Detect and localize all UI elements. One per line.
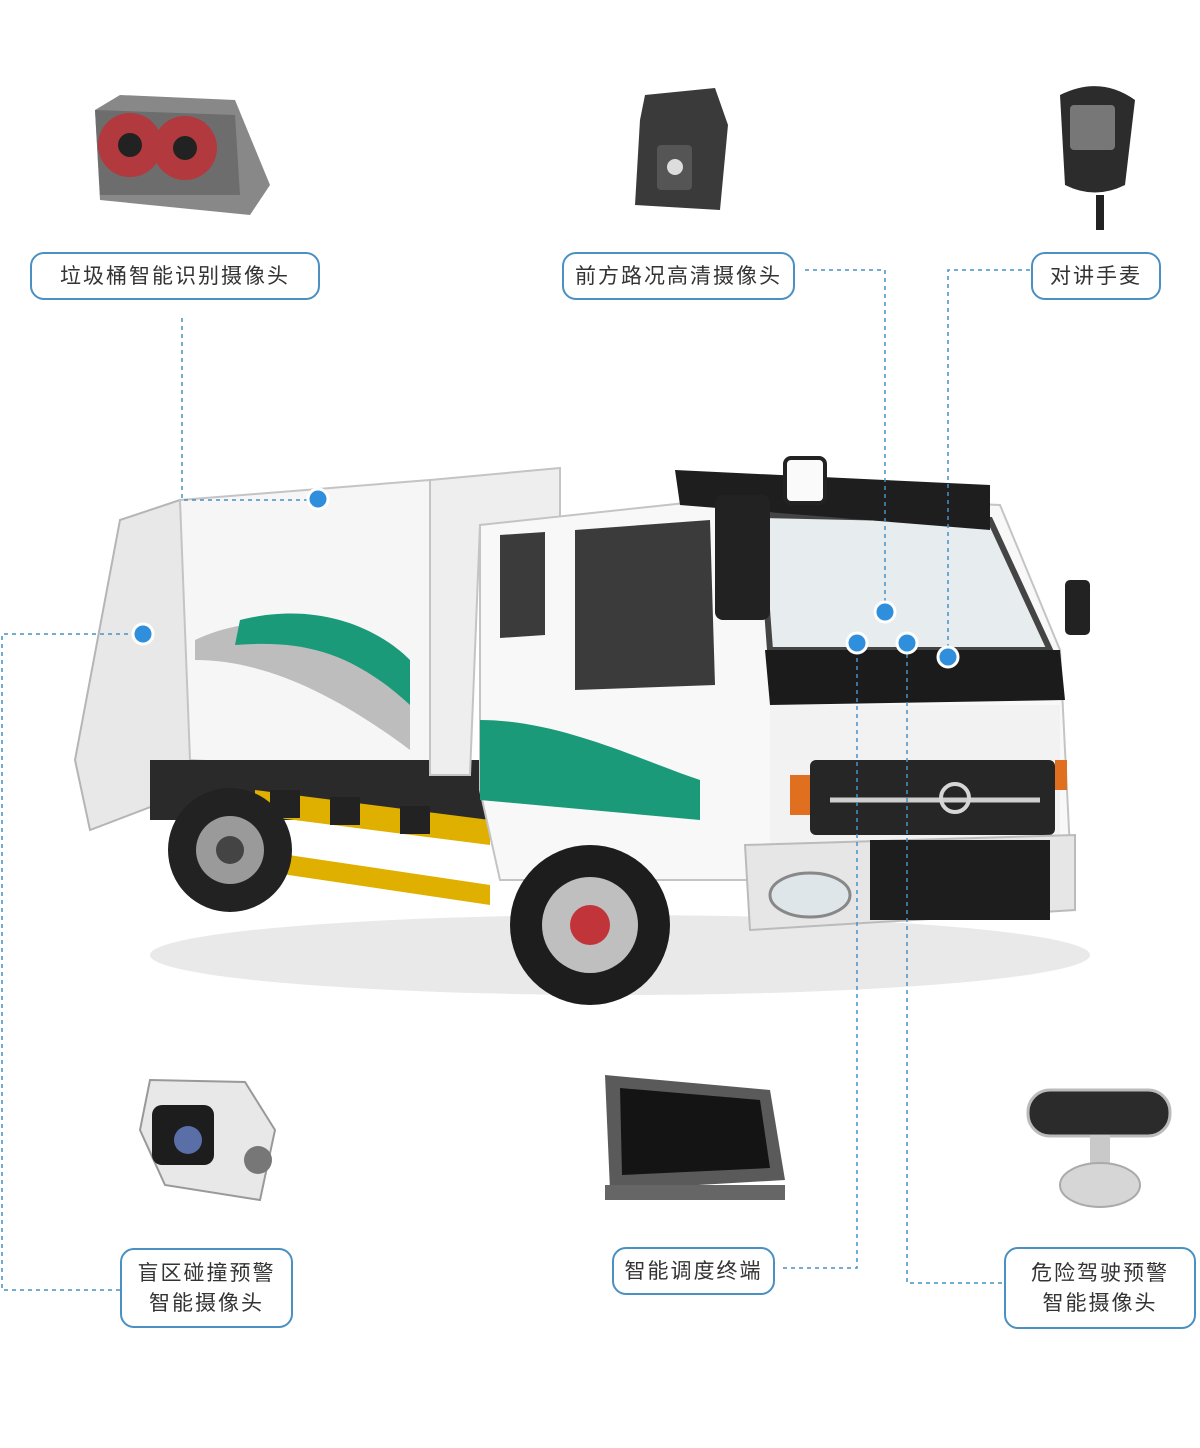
connector-lines — [1, 269, 1030, 1291]
dispatch-terminal-device — [605, 1075, 785, 1200]
dot-front-camera — [873, 600, 897, 624]
label-text-line2: 智能摄像头 — [1042, 1291, 1158, 1315]
dot-terminal — [845, 631, 869, 655]
front-camera-device — [635, 88, 728, 210]
dot-blindspot-camera — [131, 622, 155, 646]
label-text: 垃圾桶智能识别摄像头 — [60, 264, 290, 288]
label-mic: 对讲手麦 — [1031, 252, 1161, 300]
dot-bin-camera — [306, 487, 330, 511]
bin-camera-device — [95, 95, 270, 215]
marker-dots — [131, 487, 960, 669]
label-front-camera: 前方路况高清摄像头 — [562, 252, 795, 300]
label-blindspot-camera: 盲区碰撞预警 智能摄像头 — [120, 1248, 293, 1328]
driver-monitor-camera-device — [1026, 1088, 1172, 1208]
label-text-line2: 智能摄像头 — [149, 1291, 264, 1315]
label-text-line1: 盲区碰撞预警 — [137, 1261, 276, 1285]
label-bin-camera: 垃圾桶智能识别摄像头 — [30, 252, 320, 300]
label-driving-camera: 危险驾驶预警 智能摄像头 — [1004, 1247, 1196, 1329]
blindspot-camera-device — [138, 1078, 277, 1202]
dot-driving-camera — [895, 631, 919, 655]
label-text-line1: 危险驾驶预警 — [1031, 1261, 1169, 1285]
handheld-mic-device — [1060, 86, 1135, 230]
label-terminal: 智能调度终端 — [612, 1247, 775, 1295]
label-text: 前方路况高清摄像头 — [575, 264, 782, 288]
label-text: 对讲手麦 — [1050, 264, 1142, 288]
garbage-truck — [73, 456, 1090, 1005]
label-text: 智能调度终端 — [624, 1259, 763, 1283]
dot-mic — [936, 645, 960, 669]
